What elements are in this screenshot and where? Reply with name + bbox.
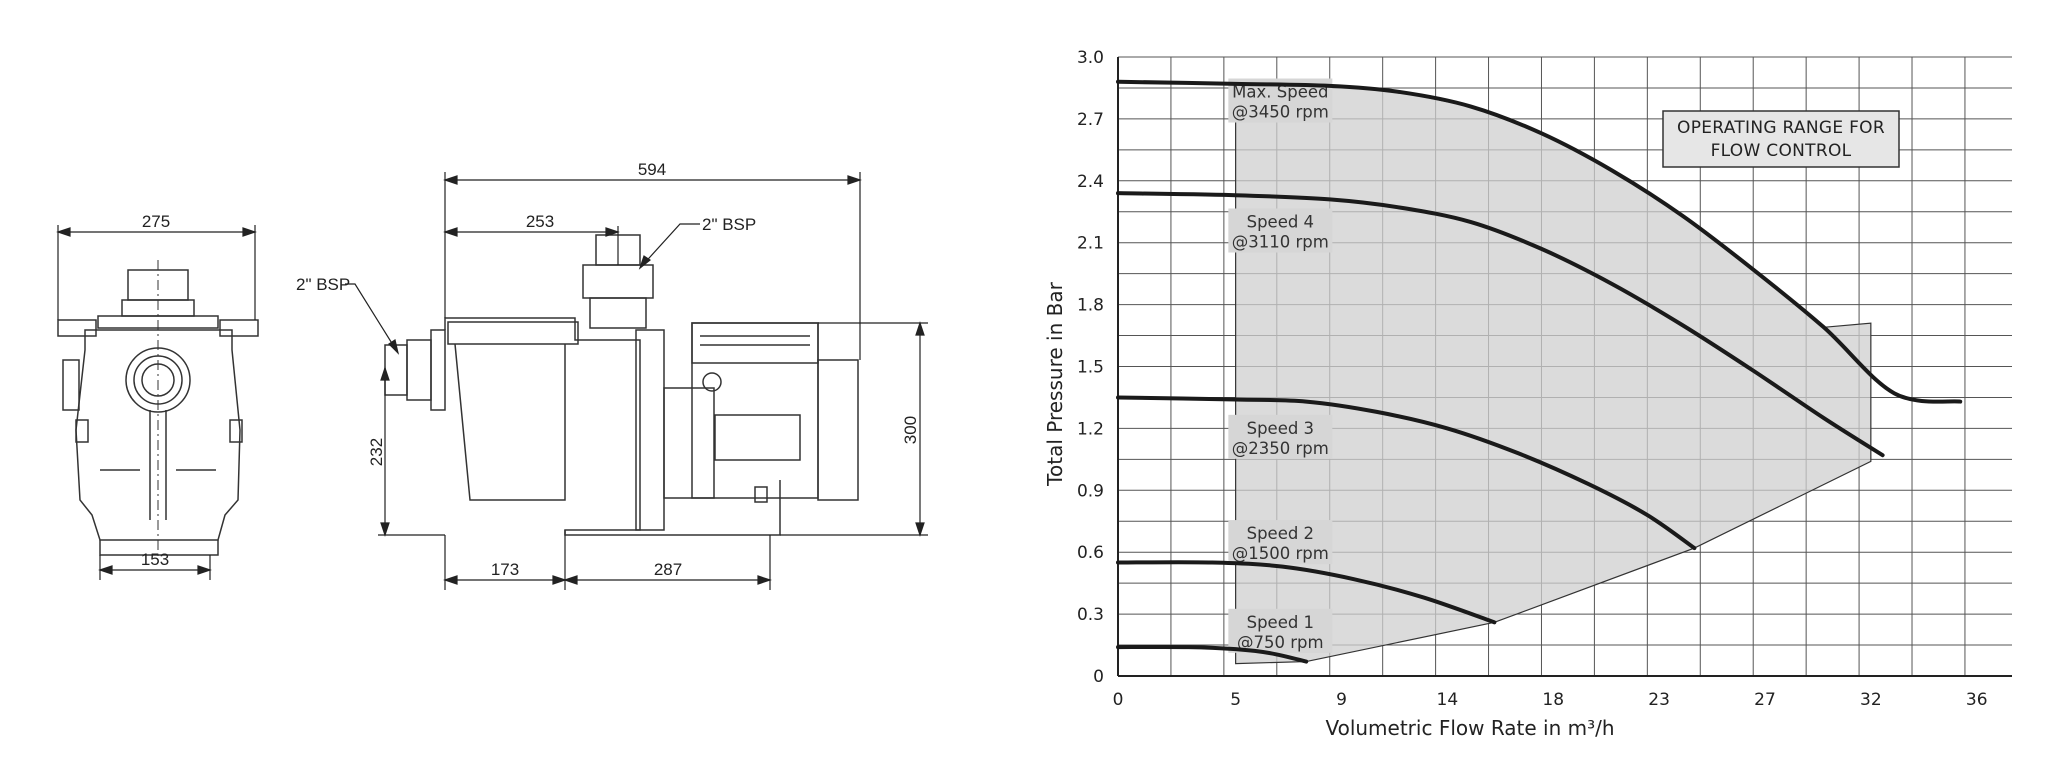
series-curve-2 bbox=[1116, 191, 1885, 458]
pump-side-view bbox=[384, 234, 859, 536]
series-label-3-line-2: @2350 rpm bbox=[1232, 439, 1329, 458]
series-label-bg bbox=[1228, 208, 1333, 253]
y-tick-label: 2.1 bbox=[1077, 234, 1104, 254]
operating-range-area bbox=[1235, 83, 1872, 665]
series-label-1-line-1: Max. Speed bbox=[1232, 83, 1328, 102]
series-curve-4 bbox=[1116, 560, 1497, 625]
series-curve-1 bbox=[1116, 79, 1963, 404]
x-axis-title: Volumetric Flow Rate in m³/h bbox=[1325, 716, 1614, 740]
y-tick-label: 2.7 bbox=[1077, 110, 1104, 130]
dim-inlet-offset: 253 bbox=[526, 212, 554, 231]
dim-overall-height: 300 bbox=[901, 416, 920, 444]
callout-inlet-bsp: 2" BSP bbox=[296, 275, 350, 294]
callout-outlet-bsp: 2" BSP bbox=[702, 215, 756, 234]
pump-front-view bbox=[57, 260, 259, 560]
x-tick-label: 18 bbox=[1542, 690, 1564, 710]
series-label-3-line-1: Speed 3 bbox=[1247, 419, 1314, 438]
y-tick-label: 0 bbox=[1093, 667, 1104, 687]
y-tick-label: 1.8 bbox=[1077, 296, 1104, 316]
dim-base-front: 173 bbox=[491, 560, 519, 579]
series-label-bg bbox=[1228, 414, 1333, 459]
pump-dimension-drawings: 275 153 594 253 2" BSP 2" BSP 232 300 17… bbox=[56, 160, 928, 590]
y-tick-label: 2.4 bbox=[1077, 172, 1104, 192]
series-label-2-line-1: Speed 4 bbox=[1247, 213, 1314, 232]
x-tick-label: 14 bbox=[1437, 690, 1459, 710]
dim-overall-length: 594 bbox=[638, 160, 666, 179]
series-label-bg bbox=[1228, 608, 1333, 653]
y-tick-label: 0.6 bbox=[1077, 543, 1104, 563]
x-tick-label: 23 bbox=[1648, 690, 1670, 710]
x-tick-label: 32 bbox=[1860, 690, 1882, 710]
series-label-1-line-2: @3450 rpm bbox=[1232, 103, 1329, 122]
series-label-bg bbox=[1228, 520, 1333, 565]
series-label-4-line-2: @1500 rpm bbox=[1232, 544, 1329, 563]
series-curve-3 bbox=[1116, 395, 1697, 551]
y-tick-label: 3.0 bbox=[1077, 48, 1104, 68]
series-label-5-line-1: Speed 1 bbox=[1247, 613, 1314, 632]
y-tick-label: 1.2 bbox=[1077, 419, 1104, 439]
dim-front-width: 275 bbox=[142, 212, 170, 231]
operating-range-line-1: OPERATING RANGE FOR bbox=[1677, 118, 1885, 138]
dim-front-base: 153 bbox=[141, 550, 169, 569]
y-tick-label: 1.5 bbox=[1077, 358, 1104, 378]
dim-inlet-height: 232 bbox=[367, 438, 386, 466]
series-label-5-line-2: @750 rpm bbox=[1237, 633, 1324, 652]
x-tick-label: 36 bbox=[1966, 690, 1988, 710]
y-tick-label: 0.9 bbox=[1077, 481, 1104, 501]
y-axis-title: Total Pressure in Bar bbox=[1043, 281, 1067, 486]
series-curve-5 bbox=[1116, 644, 1309, 664]
x-tick-label: 0 bbox=[1113, 690, 1124, 710]
operating-range-box bbox=[1662, 110, 1900, 168]
x-tick-label: 27 bbox=[1754, 690, 1776, 710]
x-tick-label: 9 bbox=[1336, 690, 1347, 710]
y-tick-label: 0.3 bbox=[1077, 605, 1104, 625]
x-tick-label: 5 bbox=[1230, 690, 1241, 710]
series-label-2-line-2: @3110 rpm bbox=[1232, 233, 1329, 252]
operating-range-line-2: FLOW CONTROL bbox=[1711, 141, 1852, 161]
dim-base-rear: 287 bbox=[654, 560, 682, 579]
series-label-4-line-1: Speed 2 bbox=[1247, 524, 1314, 543]
